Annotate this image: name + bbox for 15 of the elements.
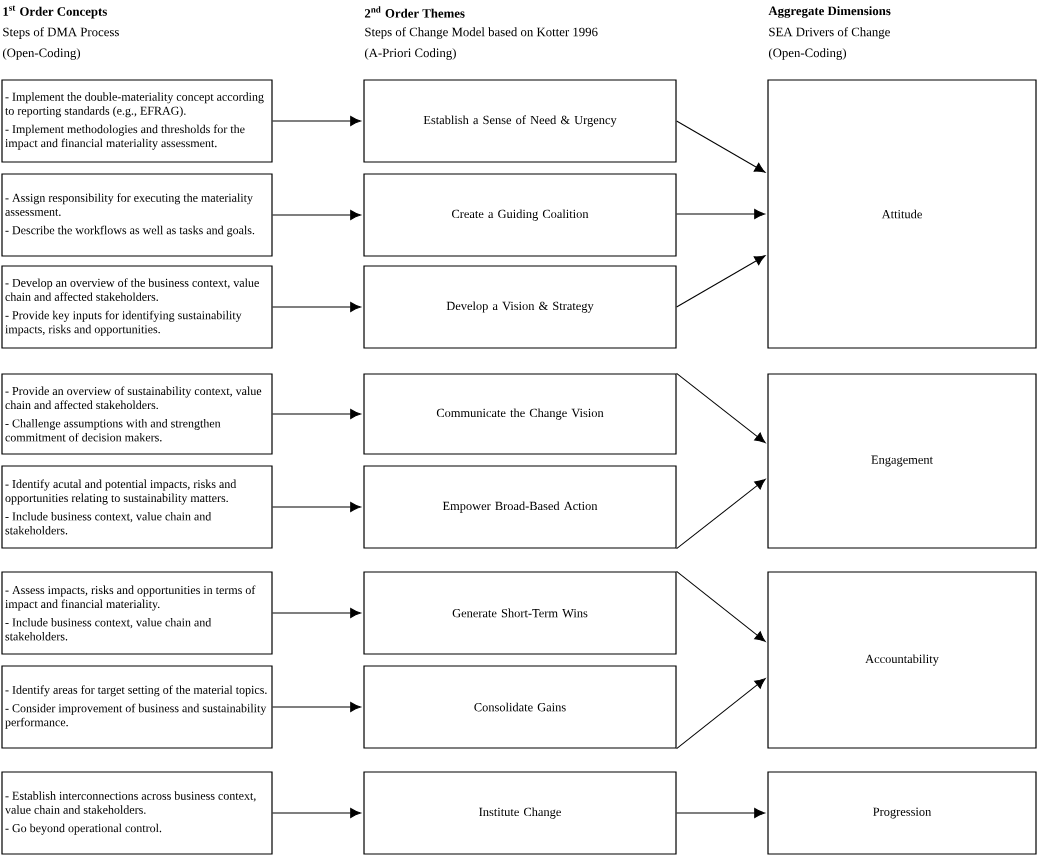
arrow [272, 808, 361, 819]
arrow [676, 209, 765, 220]
arrow [272, 115, 361, 127]
arrow [676, 808, 765, 819]
arrow [272, 409, 361, 420]
arrow [272, 608, 361, 619]
arrow [676, 678, 766, 750]
arrow [272, 502, 361, 513]
arrow [676, 570, 766, 642]
arrow [272, 210, 361, 221]
arrow [272, 702, 361, 713]
arrow [676, 255, 766, 308]
arrow [272, 302, 361, 313]
arrow [676, 120, 766, 173]
arrow [676, 478, 766, 550]
